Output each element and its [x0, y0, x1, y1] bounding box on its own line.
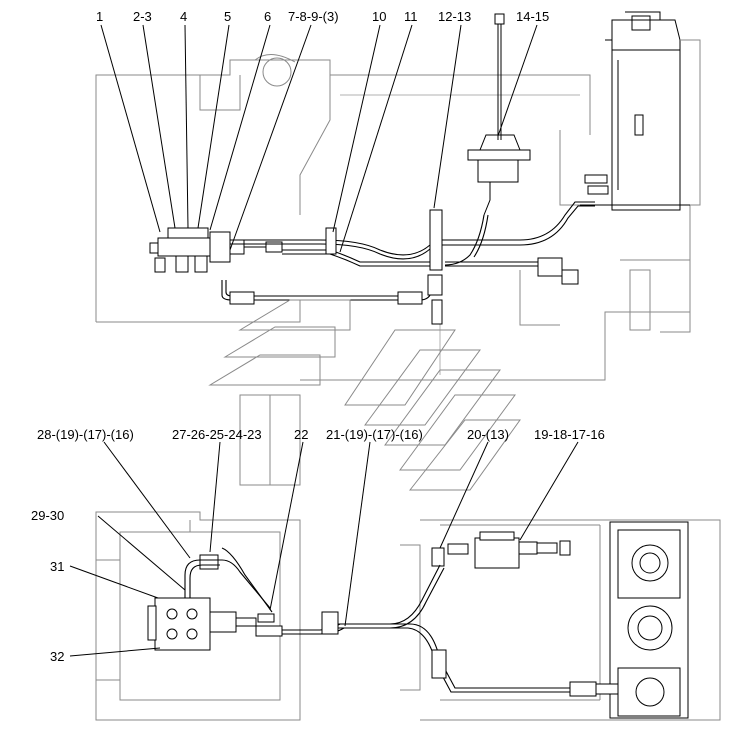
- upper-hoses: [221, 201, 595, 305]
- joystick-handle: [467, 13, 531, 216]
- callout-20-13: 20-(13): [467, 427, 509, 442]
- callout-22: 22: [294, 427, 308, 442]
- upper-frame-outline: [95, 54, 691, 381]
- lower-frame-outline: [95, 511, 721, 721]
- callout-2-3: 2-3: [133, 9, 152, 24]
- callout-28-19-17-16: 28-(19)-(17)-(16): [37, 427, 134, 442]
- callout-21-19-17-16: 21-(19)-(17)-(16): [326, 427, 423, 442]
- bottom-leader-lines: [69, 441, 579, 657]
- control-valve-bottom-right: [431, 531, 571, 569]
- callout-14-15: 14-15: [516, 9, 549, 24]
- callout-6: 6: [264, 9, 271, 24]
- hydraulic-tank: [580, 11, 701, 211]
- frame-hatch-pattern: [208, 299, 521, 491]
- callout-1: 1: [96, 9, 103, 24]
- callout-7-8-9-3: 7-8-9-(3): [288, 9, 339, 24]
- upper-clamps: [325, 209, 579, 325]
- callout-5: 5: [224, 9, 231, 24]
- lower-hoses: [184, 547, 619, 697]
- callout-19-18-17-16: 19-18-17-16: [534, 427, 605, 442]
- callout-27-26-25-24-23: 27-26-25-24-23: [172, 427, 262, 442]
- callout-29-30: 29-30: [31, 508, 64, 523]
- side-callout-labels: 29-30 31 32: [31, 508, 64, 664]
- callout-32: 32: [50, 649, 64, 664]
- callout-31: 31: [50, 559, 64, 574]
- callout-10: 10: [372, 9, 386, 24]
- callout-4: 4: [180, 9, 187, 24]
- top-leader-lines: [100, 24, 538, 253]
- control-valve-bottom-left: [147, 554, 283, 651]
- control-valve-top: [149, 227, 283, 273]
- callout-12-13: 12-13: [438, 9, 471, 24]
- lower-right-housing: [609, 521, 689, 719]
- callout-11: 11: [404, 9, 418, 24]
- top-callout-labels: 1 2-3 4 5 6 7-8-9-(3) 10 11 12-13 14-15: [96, 9, 549, 24]
- bottom-callout-labels: 28-(19)-(17)-(16) 27-26-25-24-23 22 21-(…: [37, 427, 605, 442]
